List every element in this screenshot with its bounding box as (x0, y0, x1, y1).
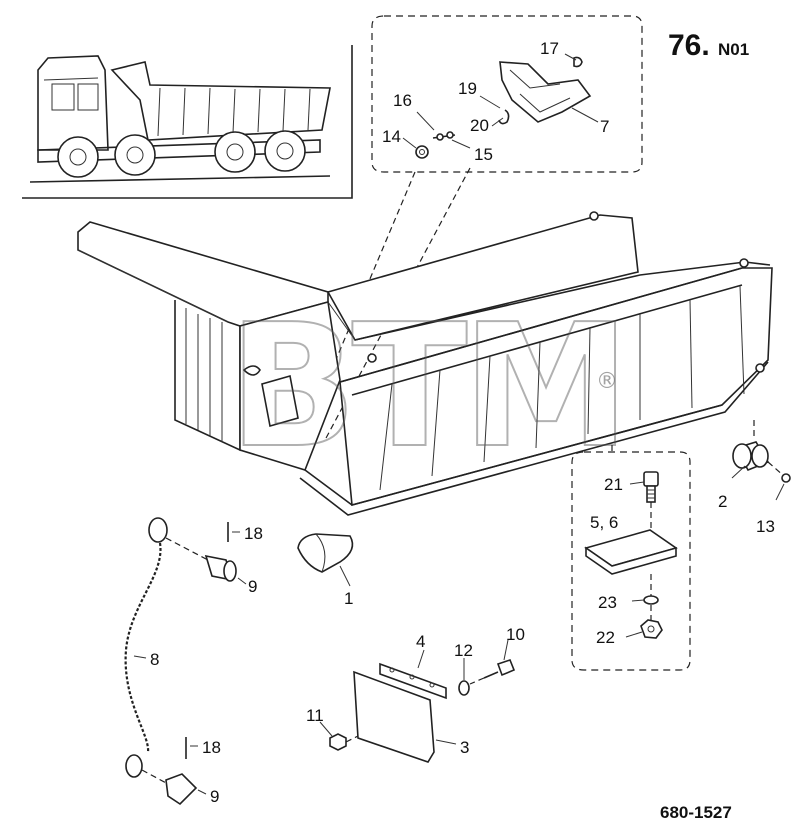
callout-19: 19 (458, 79, 477, 98)
cable-assembly (124, 517, 247, 806)
callout-17: 17 (540, 39, 559, 58)
truck-inset (22, 45, 353, 199)
nut-part-14 (415, 145, 429, 159)
callout-7: 7 (600, 117, 609, 136)
clamp-strip-part-4 (379, 662, 447, 700)
callout-18-top: 18 (244, 524, 263, 543)
dump-body-far-side (326, 214, 639, 341)
callout-15: 15 (474, 145, 493, 164)
callout-3: 3 (460, 738, 469, 757)
mudflap-assembly (319, 639, 516, 763)
screw-part-13 (781, 473, 791, 483)
nut-part-22 (640, 619, 663, 639)
callout-14: 14 (382, 127, 401, 146)
drawing-code: 680-1527 (660, 803, 732, 822)
bolt-part-10 (496, 659, 516, 677)
bolt-part-21 (643, 471, 659, 487)
callout-12: 12 (454, 641, 473, 660)
callout-4: 4 (416, 632, 425, 651)
truck-dump-body (110, 61, 331, 141)
callout-13: 13 (756, 517, 775, 536)
callout-1: 1 (344, 589, 353, 608)
callout-21: 21 (604, 475, 623, 494)
callout-9-bottom: 9 (210, 787, 219, 806)
nut-part-11 (329, 733, 347, 751)
buffer-assembly (731, 420, 791, 501)
callout-5-6: 5, 6 (590, 513, 618, 532)
inset-frame (22, 45, 353, 199)
sheet-number-main: 76. (668, 29, 710, 62)
callout-18-bottom: 18 (202, 738, 221, 757)
washer-part-12 (458, 680, 470, 696)
cable-eye-top (148, 517, 168, 543)
detail-box-bracket (371, 15, 643, 173)
hook-part-20 (498, 109, 510, 125)
callout-23: 23 (598, 593, 617, 612)
cover-part-1 (297, 533, 354, 587)
clip-part-17 (573, 56, 583, 68)
callout-16: 16 (393, 91, 412, 110)
watermark-registered-mark: ® (596, 369, 618, 394)
truck-wheels (57, 130, 306, 178)
watermark: BTM ® (227, 287, 632, 487)
cable-eye-bottom (125, 754, 143, 778)
callout-9-top: 9 (248, 577, 257, 596)
callout-8: 8 (150, 650, 159, 669)
mudflap-part-3 (353, 670, 435, 763)
detail-box-mounting-plate (571, 445, 691, 671)
sleeve-part-9-top (204, 554, 237, 582)
callout-2: 2 (718, 492, 727, 511)
cable-part-8 (124, 542, 162, 753)
sleeve-part-9-bottom (165, 773, 198, 806)
sheet-number: 76. N01 (668, 29, 749, 62)
callout-11: 11 (306, 706, 324, 725)
callout-10: 10 (506, 625, 525, 644)
washer-part-23 (643, 595, 659, 605)
side-ribs (379, 285, 745, 491)
callout-20: 20 (470, 116, 489, 135)
bracket-part-7 (499, 61, 592, 123)
sheet-number-suffix: N01 (718, 40, 749, 59)
callout-labels: 1 2 3 4 5, 6 7 8 9 9 10 11 12 13 14 15 1… (150, 39, 775, 806)
callout-22: 22 (596, 628, 615, 647)
watermark-text: BTM (228, 288, 625, 486)
dump-body (77, 211, 773, 516)
